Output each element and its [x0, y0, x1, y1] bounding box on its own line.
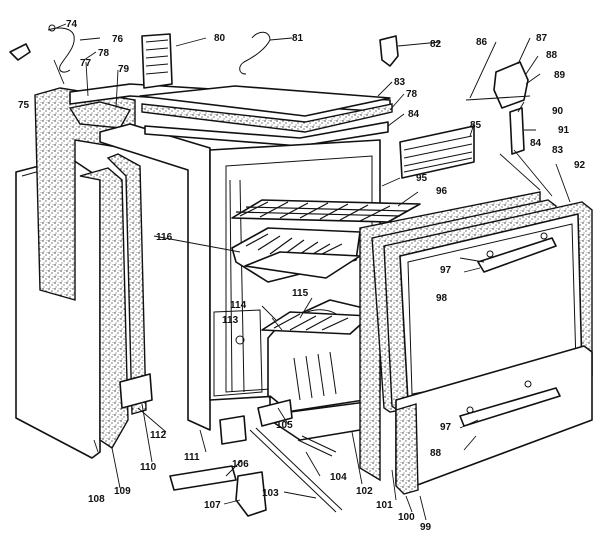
callout-84-right: 84	[530, 138, 542, 149]
floor-bracket	[169, 465, 267, 517]
callout-115: 115	[292, 288, 309, 299]
callout-78-top: 78	[98, 48, 110, 59]
leveling-rod	[249, 399, 343, 513]
callout-86: 86	[476, 37, 488, 48]
flue-block	[141, 33, 173, 89]
callout-labels: 74 76 78 80 81 82 86 87 88 89 75 77 79 8…	[18, 19, 586, 533]
oven-vent-grille	[399, 125, 475, 179]
wire-harness	[239, 31, 271, 75]
bracket-75	[9, 43, 31, 61]
callout-88-drawer: 88	[430, 448, 442, 459]
callout-103: 103	[262, 488, 279, 499]
inner-side-liner	[106, 153, 147, 415]
callout-96: 96	[436, 186, 448, 197]
kick-panel	[119, 373, 247, 445]
callout-95: 95	[416, 173, 428, 184]
callout-90: 90	[552, 106, 564, 117]
callout-97-drawer: 97	[440, 422, 452, 433]
callout-98: 98	[436, 293, 448, 304]
callout-84-top: 84	[408, 109, 420, 120]
oven-rack	[231, 199, 421, 223]
callout-79: 79	[118, 64, 130, 75]
storage-drawer-front	[395, 345, 593, 495]
callout-81: 81	[292, 33, 304, 44]
callout-101: 101	[376, 500, 393, 511]
callout-110: 110	[140, 462, 157, 473]
callout-82: 82	[430, 39, 442, 50]
callout-114: 114	[230, 300, 247, 311]
callout-78-right: 78	[406, 89, 418, 100]
callout-74: 74	[66, 19, 78, 30]
callout-116: 116	[156, 232, 173, 243]
callout-77: 77	[80, 58, 92, 69]
callout-109: 109	[114, 486, 131, 497]
callout-83-top: 83	[394, 77, 406, 88]
callout-106: 106	[232, 459, 249, 470]
door-hinge	[465, 61, 531, 155]
callout-112: 112	[150, 430, 167, 441]
callout-100: 100	[398, 512, 415, 523]
callout-92: 92	[574, 160, 586, 171]
bracket-82	[379, 35, 399, 67]
callout-105: 105	[276, 420, 293, 431]
top-panel	[139, 85, 393, 147]
callout-83-right: 83	[552, 145, 564, 156]
callout-113: 113	[222, 315, 239, 326]
callout-107: 107	[204, 500, 221, 511]
callout-104: 104	[330, 472, 347, 483]
callout-88-top: 88	[546, 50, 558, 61]
callout-99: 99	[420, 522, 432, 533]
callout-102: 102	[356, 486, 373, 497]
leader-lines	[53, 23, 571, 521]
callout-108: 108	[88, 494, 105, 505]
callout-111: 111	[184, 452, 200, 463]
callout-80: 80	[214, 33, 226, 44]
callout-76: 76	[112, 34, 124, 45]
sensor-lead	[47, 24, 75, 73]
callout-75: 75	[18, 100, 30, 111]
callout-85: 85	[470, 120, 482, 131]
side-insulation	[79, 167, 129, 449]
callout-87: 87	[536, 33, 548, 44]
callout-91: 91	[558, 125, 570, 136]
callout-89: 89	[554, 70, 566, 81]
callout-97-door: 97	[440, 265, 452, 276]
